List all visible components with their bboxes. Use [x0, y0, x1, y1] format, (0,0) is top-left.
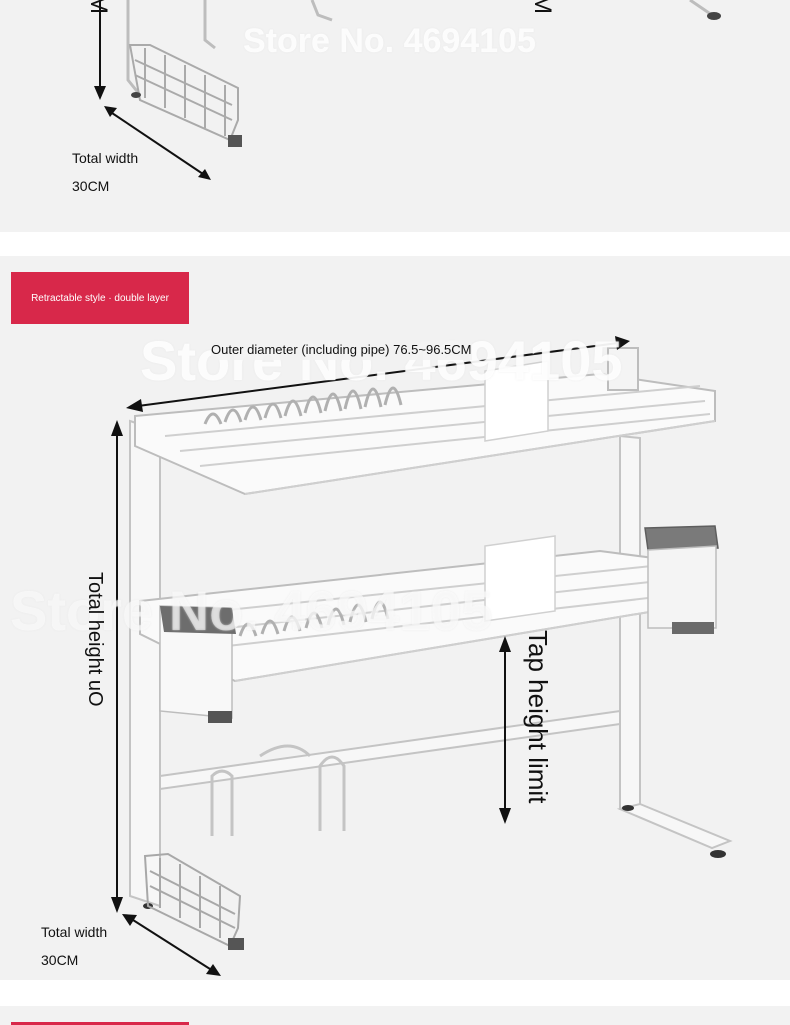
- rack-illustration-top: [94, 0, 721, 180]
- style-badge: Retractable style · double layer: [11, 272, 189, 324]
- store-watermark-lower: Store No. 4694105: [10, 579, 493, 642]
- total-width-value: 30CM: [72, 178, 110, 194]
- total-height-label: Total height uO: [84, 572, 106, 707]
- cropped-tap-glyph: M: [529, 0, 556, 14]
- store-watermark-upper: Store No. 4694105: [140, 329, 623, 392]
- total-width-label: Total width: [72, 150, 139, 166]
- product-image-bottom: [0, 1006, 790, 1025]
- rack-illustration: [111, 336, 733, 976]
- product-image-main: Store No. 4694105 Store No. 4694105 Retr…: [0, 256, 790, 980]
- product-image-top: Store No. 4694105 M M Total width 30CM: [0, 0, 790, 232]
- total-width-value: 30CM: [41, 952, 79, 968]
- total-width-label: Total width: [41, 924, 108, 940]
- next-style-badge-edge: [11, 1022, 189, 1025]
- store-watermark: Store No. 4694105: [243, 22, 536, 60]
- cropped-height-glyph: M: [85, 0, 112, 14]
- tap-height-label: Tap height limit: [523, 630, 553, 804]
- outer-diameter-label: Outer diameter (including pipe) 76.5~96.…: [211, 340, 472, 360]
